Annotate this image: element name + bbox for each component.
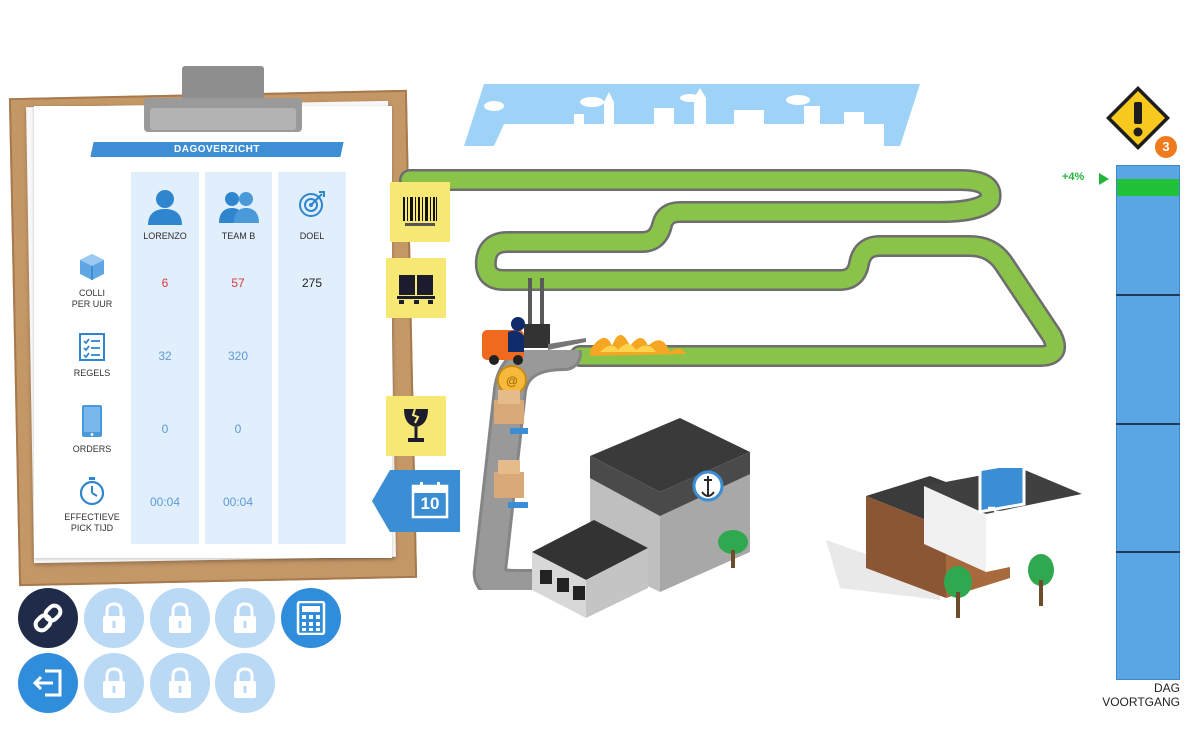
value-colli-team-b: 57: [231, 276, 245, 290]
progress-divider: [1116, 551, 1180, 553]
fragile-tile[interactable]: [386, 396, 446, 456]
tree: [1028, 554, 1054, 606]
locked-button-6[interactable]: [215, 653, 275, 713]
warehouse-building: [532, 418, 750, 618]
lock-icon: [169, 667, 191, 698]
progress-divider: [1116, 423, 1180, 425]
checklist-icon: [79, 333, 105, 361]
boxes-on-path: @: [494, 365, 528, 508]
overview-title: DAGOVERZICHT: [174, 144, 260, 155]
column-doel: [278, 172, 346, 544]
locked-button-5[interactable]: [150, 653, 210, 713]
column-lorenzo: [131, 172, 199, 544]
column-header-team-b: TEAM B: [221, 231, 256, 241]
pallet-tile[interactable]: [386, 258, 446, 318]
forklift: [482, 278, 586, 365]
day-progress-bar: [1116, 165, 1180, 680]
stopwatch-icon: [79, 477, 105, 506]
triangle-right-icon: [1099, 173, 1109, 185]
lock-icon: [103, 602, 125, 633]
warning-icon[interactable]: [1104, 84, 1172, 152]
value-orders-lorenzo: 0: [161, 422, 169, 436]
value-picktijd-team-b: 00:04: [222, 495, 254, 509]
tree: [944, 566, 972, 618]
value-colli-lorenzo: 6: [161, 276, 169, 290]
locked-button-3[interactable]: [215, 588, 275, 648]
progress-divider: [1116, 294, 1180, 296]
link-icon: [33, 603, 63, 633]
barcode-tile[interactable]: [390, 182, 450, 242]
lock-icon: [234, 667, 256, 698]
row-label-regels: REGELS: [73, 368, 111, 378]
locked-button-2[interactable]: [150, 588, 210, 648]
lock-icon: [103, 667, 125, 698]
svg-text:@: @: [506, 374, 518, 388]
conveyor-track: [399, 169, 1066, 367]
progress-target-marker: [1117, 179, 1179, 196]
locked-button-1[interactable]: [84, 588, 144, 648]
tablet-icon: [82, 405, 102, 437]
locked-button-4[interactable]: [84, 653, 144, 713]
supermarket-building: [826, 468, 1082, 600]
clipboard-clip-inner: [150, 108, 296, 130]
calendar-day: 10: [420, 494, 440, 513]
broken-glass-icon: [404, 408, 428, 442]
column-team-b: [205, 172, 272, 544]
lock-icon: [169, 602, 191, 633]
calculator-button[interactable]: [281, 588, 341, 648]
warning-count-badge: 3: [1153, 134, 1179, 160]
skyline-banner: [464, 84, 920, 146]
calculator-icon: [296, 601, 326, 635]
user-icon: [148, 190, 182, 225]
tree: [718, 530, 748, 568]
target-icon: [299, 191, 325, 217]
team-icon: [219, 192, 259, 223]
lock-icon: [234, 602, 256, 633]
pallet-icon: [397, 275, 435, 304]
column-header-doel: DOEL: [299, 231, 325, 241]
box-icon: [80, 254, 104, 280]
row-label-orders: ORDERS: [72, 444, 112, 454]
calendar-icon: [411, 482, 449, 519]
value-orders-team-b: 0: [234, 422, 242, 436]
value-regels-lorenzo: 32: [158, 349, 172, 363]
exit-button[interactable]: [18, 653, 78, 713]
column-header-lorenzo: LORENZO: [143, 231, 187, 241]
barcode-icon: [403, 197, 437, 226]
value-picktijd-lorenzo: 00:04: [149, 495, 181, 509]
value-colli-doel: 275: [301, 276, 323, 290]
exit-icon: [32, 669, 62, 697]
progress-delta: +4%: [1062, 171, 1085, 183]
value-regels-team-b: 320: [227, 349, 249, 363]
link-button[interactable]: [18, 588, 78, 648]
progress-label: DAG VOORTGANG: [1102, 681, 1180, 709]
